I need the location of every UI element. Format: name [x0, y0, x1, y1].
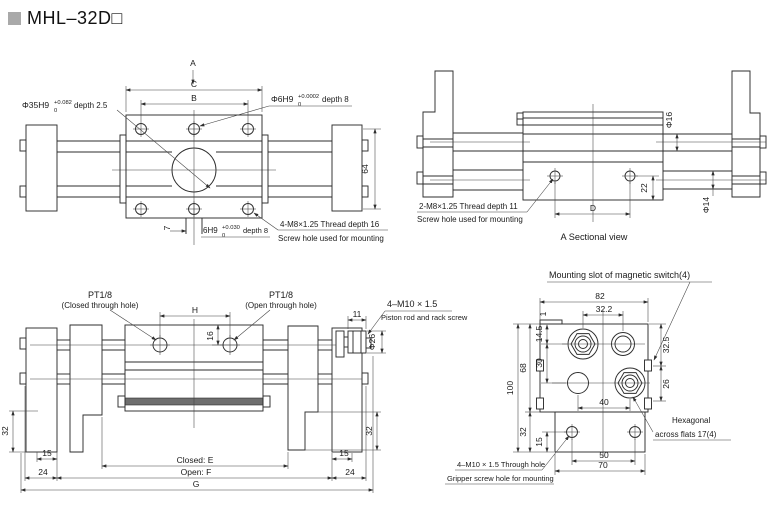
switch-slot-note: Mounting slot of magnetic switch(4) — [549, 270, 690, 280]
rod-note-line2: Piston rod and rack screw — [381, 313, 468, 322]
port-closed-label: PT1/8 — [88, 290, 112, 300]
pin-note-tol-lower: 0 — [298, 102, 301, 108]
end-view: 82 32.2 1 100 68 32 14.5 30 — [445, 270, 731, 485]
port-closed-sublabel: (Closed through hole) — [62, 301, 139, 310]
title-bullet-icon — [8, 12, 21, 25]
dim-label-d: D — [590, 203, 596, 213]
end-view-dimensions: 82 32.2 1 100 68 32 14.5 30 — [505, 291, 671, 475]
port-open-label: PT1/8 — [269, 290, 293, 300]
top-thread-note-line2: Screw hole used for mounting — [278, 234, 384, 243]
dim-label-24-right: 24 — [345, 467, 355, 477]
dim-label-64: 64 — [360, 164, 370, 174]
hex-note-line1: Hexagonal — [672, 416, 710, 425]
front-view-annotations: PT1/8 (Closed through hole) PT1/8 (Open … — [62, 290, 468, 341]
mounting-holes — [133, 121, 256, 217]
dim-label-15: 15 — [534, 437, 544, 447]
sectional-view-annotations: 2-M8×1.25 Thread depth 11 Screw hole use… — [417, 178, 628, 242]
sectional-view-dimensions: Φ16 22 D Φ14 — [554, 112, 715, 218]
top-view-annotations: Φ35H9 +0.082 0 depth 2.5 Φ6H9 +0.0002 0 … — [22, 94, 388, 243]
dim-label-26: 26 — [661, 379, 671, 389]
dim-label-g: G — [193, 479, 200, 489]
dim-label-32-2: 32.2 — [596, 304, 613, 314]
rod-note-line1: 4–M10 × 1.5 — [387, 299, 437, 309]
dim-label-32-right: 32 — [364, 426, 374, 436]
dim-label-40: 40 — [599, 397, 609, 407]
dim-label-70: 70 — [598, 460, 608, 470]
top-thread-note-line1: 4-M8×1.25 Thread depth 16 — [280, 220, 380, 229]
section-arrow-label: A — [190, 58, 196, 68]
pin-note-main: Φ6H9 — [271, 94, 294, 104]
end-view-annotations: Mounting slot of magnetic switch(4) Hexa… — [445, 270, 731, 485]
dim-label-15-left: 15 — [42, 448, 52, 458]
slot-note-suffix: depth 8 — [243, 226, 268, 235]
dim-label-82: 82 — [595, 291, 605, 301]
dim-label-32-left: 32 — [0, 426, 10, 436]
dim-label-open-f: Open: F — [181, 467, 212, 477]
dim-label-30: 30 — [534, 358, 544, 368]
sectional-thread-note-line1: 2-M8×1.25 Thread depth 11 — [419, 202, 518, 211]
sectional-thread-note-line2: Screw hole used for mounting — [417, 215, 523, 224]
top-view: A C B 64 7 Φ35H9 +0.082 0 depth 2.5 — [19, 58, 388, 245]
dim-label-b: B — [191, 93, 197, 103]
front-view: H 16 11 Φ26 32 32 — [0, 290, 468, 493]
bore-note-tol-upper: +0.082 — [54, 100, 72, 106]
mount-note-line2: Gripper screw hole for mounting — [447, 474, 554, 483]
slot-note-tol-upper: +0.030 — [222, 225, 240, 231]
title-block: MHL–32D□ — [8, 8, 123, 29]
dim-label-15-right: 15 — [339, 448, 349, 458]
dim-label-24-left: 24 — [38, 467, 48, 477]
dim-label-h: H — [192, 305, 198, 315]
dim-label-50: 50 — [599, 450, 609, 460]
bore-note-tol-lower: 0 — [54, 108, 57, 114]
hex-note-line2: across flats 17(4) — [655, 430, 717, 439]
sectional-view-geometry — [416, 70, 767, 222]
dim-label-16: 16 — [205, 331, 215, 341]
front-view-dimensions: H 16 11 Φ26 32 32 — [0, 305, 386, 493]
pin-note-suffix: depth 8 — [322, 95, 349, 104]
sectional-view-caption: A Sectional view — [561, 232, 628, 242]
bore-note-suffix: depth 2.5 — [74, 101, 108, 110]
front-view-geometry — [19, 319, 372, 453]
page-title: MHL–32D□ — [27, 8, 123, 28]
slot-note-tol-lower: 0 — [222, 233, 225, 239]
bore-note-main: Φ35H9 — [22, 100, 49, 110]
top-view-geometry — [19, 110, 369, 245]
sectional-view: Φ16 22 D Φ14 2-M8×1.25 Thread depth 11 S… — [416, 70, 767, 242]
dim-label-closed-e: Closed: E — [177, 455, 214, 465]
dim-label-32-5: 32.5 — [661, 336, 671, 353]
dim-label-phi16: Φ16 — [664, 112, 674, 129]
dim-label-11: 11 — [353, 309, 362, 319]
port-open-sublabel: (Open through hole) — [245, 301, 317, 310]
dim-label-14-5: 14.5 — [534, 325, 544, 342]
dim-label-1: 1 — [538, 311, 548, 316]
dim-label-phi14: Φ14 — [701, 197, 711, 214]
slot-note-main: 6H9 — [203, 226, 218, 235]
dim-label-7: 7 — [162, 225, 172, 230]
top-view-dimensions: A C B 64 7 — [125, 58, 381, 233]
dim-label-phi26: Φ26 — [367, 334, 377, 351]
dim-label-c: C — [191, 79, 197, 89]
dim-label-32: 32 — [518, 427, 528, 437]
mount-note-line1: 4–M10 × 1.5 Through hole — [457, 460, 545, 469]
end-view-geometry — [536, 310, 652, 458]
dim-label-68: 68 — [518, 363, 528, 373]
dim-label-22: 22 — [639, 183, 649, 193]
dim-label-100: 100 — [505, 381, 515, 395]
pin-note-tol-upper: +0.0002 — [298, 94, 319, 100]
